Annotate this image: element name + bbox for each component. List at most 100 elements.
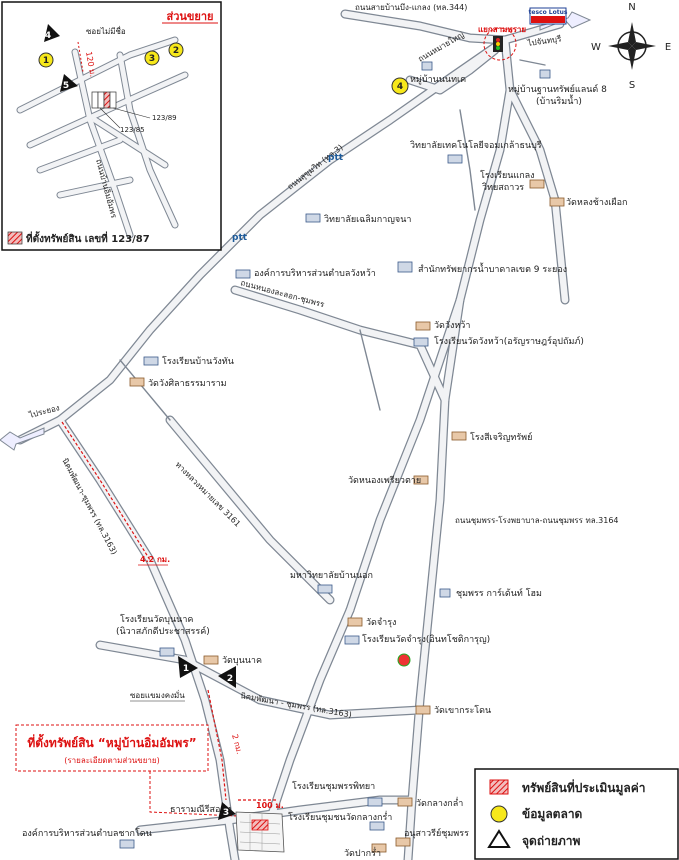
svg-text:N: N (628, 2, 635, 13)
label-tl3164: ถนนชุมพรร-โรงพยาบาล-ถนนชุมพรร ทล.3164 (455, 515, 619, 525)
camera-triangle-icon (487, 829, 511, 848)
hospital-icon (397, 653, 411, 667)
inset-map: ส่วนขยาย 120 ม. ซอ (1, 1, 222, 251)
temple-icon (415, 705, 431, 715)
label-road-344: ถนนสายบ้านบึง-แกลง (ทล.344) (355, 3, 467, 12)
svg-text:วัดวังหว้า: วัดวังหว้า (434, 320, 470, 331)
junction-circle (483, 27, 517, 61)
svg-text:123/85: 123/85 (120, 126, 145, 134)
svg-text:1: 1 (183, 664, 189, 674)
svg-text:มหาวิทยาลัยบ้านนอก: มหาวิทยาลัยบ้านนอก (290, 570, 373, 581)
svg-text:tesco Lotus: tesco Lotus (529, 9, 568, 16)
inset-market-1: 1 (38, 52, 54, 68)
svg-text:3: 3 (223, 808, 229, 818)
distance-lines (61, 421, 278, 801)
temple-icon (549, 197, 565, 207)
label-sukhumvit: ถนนสุขุมวิท (ทล.3) (286, 143, 345, 192)
temple-icon (529, 179, 545, 189)
svg-text:วัดเขากระโดน: วัดเขากระโดน (434, 705, 491, 716)
svg-text:W: W (591, 42, 601, 53)
photo-marker-3: 3 (218, 802, 236, 820)
temple-icon (371, 843, 387, 853)
inset-lots (91, 91, 117, 109)
distance-100m: 100 ม. (256, 801, 284, 810)
svg-text:ptt: ptt (328, 153, 344, 163)
svg-text:โรงเรียนวัดจำรุง(อินทโชติการุญ: โรงเรียนวัดจำรุง(อินทโชติการุญ) (362, 634, 490, 645)
property-callout: ที่ตั้งทรัพย์สิน “หมู่บ้านอิ่มอัมพร” (รา… (15, 724, 237, 817)
svg-text:โรงเรียนชุมชนวัดกลางกร่ำ: โรงเรียนชุมชนวัดกลางกร่ำ (288, 810, 392, 823)
svg-text:ชุมพรร การ์เด้นท์ โฮม: ชุมพรร การ์เด้นท์ โฮม (456, 587, 542, 599)
property-subtitle: (รายละเอียดตามส่วนขยาย) (64, 756, 159, 765)
label-junction: แยกสามพราย (478, 25, 526, 34)
inset-title: ส่วนขยาย (167, 10, 214, 23)
inset-legend-label: ที่ตั้งทรัพย์สิน เลขที่ 123/87 (26, 231, 150, 245)
building-icon (344, 635, 360, 645)
svg-text:วัดหลงช้างเผือก: วัดหลงช้างเผือก (566, 197, 628, 208)
temple-icon (413, 475, 429, 485)
svg-text:ซอยไม่มีชื่อ: ซอยไม่มีชื่อ (86, 25, 126, 36)
building-icon (367, 797, 383, 807)
svg-text:โรงเรียนวัดวังหว้า(อรัญราษฎร์อ: โรงเรียนวัดวังหว้า(อรัญราษฎร์อุปถัมภ์) (434, 335, 584, 347)
building-icon (447, 154, 463, 164)
svg-text:3: 3 (149, 54, 155, 64)
svg-text:E: E (665, 42, 671, 53)
svg-text:โรงสีเจริญทรัพย์: โรงสีเจริญทรัพย์ (470, 431, 532, 443)
road-network (15, 9, 570, 860)
svg-text:5: 5 (63, 81, 69, 91)
temple-icon (347, 617, 363, 627)
svg-text:วัดกลางกล่ำ: วัดกลางกล่ำ (416, 796, 463, 809)
svg-text:4: 4 (397, 82, 403, 92)
svg-text:องค์การบริหารส่วนตำบลชากโดน: องค์การบริหารส่วนตำบลชากโดน (22, 827, 152, 839)
svg-text:วิทยาลัยเทคโนโลยีจอมเกล้าธนบุร: วิทยาลัยเทคโนโลยีจอมเกล้าธนบุรี (410, 140, 542, 151)
legend-item-photo: จุดถ่ายภาพ (522, 834, 581, 849)
temple-icon (397, 797, 413, 807)
building-icon (369, 821, 385, 831)
inset-photo-5: 5 (60, 74, 78, 92)
svg-text:หมู่บ้านนนทเค: หมู่บ้านนนทเค (410, 74, 466, 85)
building-icon (143, 356, 159, 366)
photo-marker-1: 1 (178, 656, 198, 678)
property-plot (235, 811, 285, 853)
inset-market-2: 2 (168, 42, 184, 58)
building-icon (119, 839, 135, 849)
svg-text:(นิวาสภักดีประชาสรรค์): (นิวาสภักดีประชาสรรค์) (116, 625, 210, 637)
svg-text:S: S (629, 80, 635, 91)
svg-text:120 ม.: 120 ม. (84, 51, 97, 78)
building-icon (317, 584, 333, 594)
temple-icon (129, 377, 145, 387)
svg-text:โรงเรียนแกลง: โรงเรียนแกลง (480, 170, 535, 181)
building-icon (397, 261, 413, 273)
building-icon (439, 588, 451, 598)
svg-text:ธารามณีรีสอร์ท: ธารามณีรีสอร์ท (170, 803, 231, 815)
inset-photo-4: 4 (44, 24, 60, 42)
legend-item-property: ทรัพย์สินที่ประเมินมูลค่า (522, 779, 646, 796)
svg-text:วัดหนองเพรียวตาย: วัดหนองเพรียวตาย (348, 475, 421, 486)
distance-4-2km: 4.2 กม. (140, 555, 170, 564)
inset-market-3: 3 (144, 50, 160, 66)
svg-text:123/89: 123/89 (152, 114, 177, 122)
temple-icon (203, 655, 219, 665)
temple-icon (415, 321, 431, 331)
svg-text:2: 2 (227, 674, 233, 684)
distance-2km: 2 กม. (230, 733, 244, 755)
svg-text:4: 4 (45, 31, 51, 41)
svg-text:อนุสาวรีย์ชุมพรร: อนุสาวรีย์ชุมพรร (404, 827, 469, 839)
label-soi-khaeng: ซอยแขมงคงมั่น (130, 689, 185, 700)
legend: ทรัพย์สินที่ประเมินมูลค่า ข้อมูลตลาด จุด… (474, 768, 679, 860)
svg-text:วัดปากร่ำ: วัดปากร่ำ (344, 846, 381, 859)
market-marker-4: 4 (391, 77, 409, 95)
svg-text:โรงเรียนบ้านวังทัน: โรงเรียนบ้านวังทัน (162, 356, 234, 367)
property-title: ที่ตั้งทรัพย์สิน “หมู่บ้านอิ่มอัมพร” (27, 733, 196, 751)
building-icon (539, 69, 551, 79)
svg-text:2: 2 (173, 46, 179, 56)
building-icon (421, 61, 433, 71)
photo-marker-2: 2 (218, 666, 236, 688)
svg-text:วิทยสถาวร: วิทยสถาวร (482, 182, 524, 193)
arrow-to-rayong (0, 427, 45, 451)
svg-text:วัดวังศิลาธรรมาราม: วัดวังศิลาธรรมาราม (148, 378, 227, 389)
svg-text:โรงเรียนชุมพรรพิทยา: โรงเรียนชุมพรรพิทยา (292, 781, 375, 792)
label-nikom-road-2: นิคมพัฒนา - ชุมพรร (ทล.3163) (240, 691, 353, 719)
building-icon (413, 337, 429, 347)
building-icon (235, 269, 251, 279)
